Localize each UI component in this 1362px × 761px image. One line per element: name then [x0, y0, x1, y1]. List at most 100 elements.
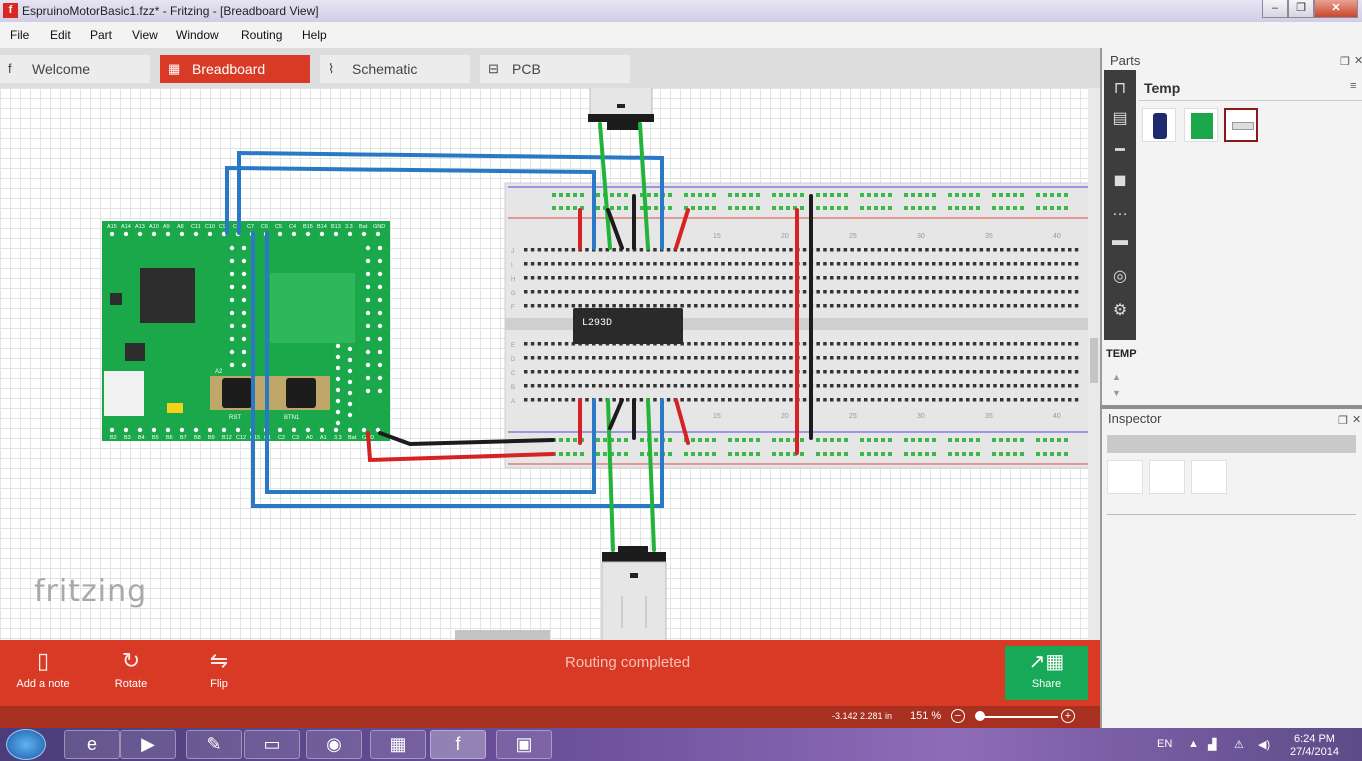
- parts-float-icon[interactable]: ❐: [1340, 56, 1350, 68]
- row-label-a: A: [511, 399, 515, 405]
- tab-breadboard-label: Breadboard: [192, 61, 266, 77]
- ic-icon[interactable]: ▬: [1112, 232, 1128, 249]
- app-window-icon[interactable]: ▣: [496, 730, 552, 759]
- part-capacitor[interactable]: [1142, 108, 1176, 142]
- bin-title: Temp: [1144, 80, 1181, 96]
- tab-pcb[interactable]: ⊟ PCB: [480, 55, 630, 83]
- menu-window[interactable]: Window: [176, 28, 219, 42]
- flip-icon: ⇋: [209, 648, 229, 673]
- menu-bar: File Edit Part View Window Routing Help: [0, 22, 1362, 48]
- more-icon[interactable]: …: [1112, 202, 1128, 219]
- antenna-icon[interactable]: ◎: [1113, 268, 1127, 285]
- part-espruino[interactable]: [1184, 108, 1218, 142]
- rotate-label: Rotate: [114, 678, 148, 690]
- menu-routing[interactable]: Routing: [241, 28, 283, 42]
- l293d-chip[interactable]: L293D: [573, 308, 683, 344]
- tab-pcb-label: PCB: [512, 61, 541, 77]
- inspector-close-icon[interactable]: ✕: [1352, 414, 1362, 426]
- button-icon[interactable]: ◼: [1113, 172, 1127, 189]
- row-label-j: J: [511, 249, 514, 255]
- wires[interactable]: [225, 122, 813, 552]
- row-label-e: E: [511, 343, 515, 349]
- zoom-slider-handle[interactable]: [975, 711, 985, 721]
- apps-icon[interactable]: ▦: [370, 730, 426, 759]
- flip-button[interactable]: ⇋ Flip: [200, 648, 238, 690]
- explorer-icon[interactable]: ▭: [244, 730, 300, 759]
- share-button[interactable]: ↗▦ Share: [1005, 646, 1088, 700]
- fritzing-taskbar-icon[interactable]: f: [430, 730, 486, 759]
- tab-welcome-label: Welcome: [32, 61, 91, 77]
- chrome-icon[interactable]: ◉: [306, 730, 362, 759]
- connector-icon[interactable]: ⊓: [1113, 80, 1127, 97]
- column-label-15: 15: [713, 233, 721, 240]
- network-icon[interactable]: ▟: [1208, 739, 1217, 751]
- maximize-button[interactable]: ❐: [1288, 0, 1314, 18]
- inspector-title-bar: [1107, 435, 1356, 453]
- menu-help[interactable]: Help: [302, 28, 327, 42]
- row-label-g: G: [511, 291, 516, 297]
- clock-time: 6:24 PM: [1293, 733, 1335, 745]
- tray-app-icon[interactable]: ⚠: [1234, 739, 1244, 751]
- media-player-icon[interactable]: ▶: [120, 730, 176, 759]
- menu-file[interactable]: File: [10, 28, 30, 42]
- tab-welcome[interactable]: f Welcome: [0, 55, 150, 83]
- menu-part[interactable]: Part: [90, 28, 113, 42]
- menu-edit[interactable]: Edit: [50, 28, 71, 42]
- breadboard-canvas[interactable]: 15 20 25 30 35 40 15 20 25 30 35 40 J I …: [0, 88, 1088, 640]
- schematic-icon: ⌇: [328, 61, 335, 76]
- column-label-35: 35: [985, 233, 993, 240]
- resistor-icon[interactable]: ━: [1115, 142, 1125, 159]
- clock-date: 27/4/2014: [1290, 746, 1339, 758]
- clock[interactable]: 6:24 PM 27/4/2014: [1290, 733, 1339, 759]
- motor-top[interactable]: [588, 88, 654, 130]
- fritzing-f-icon: f: [8, 61, 12, 76]
- part-dc-motor[interactable]: [1224, 108, 1258, 142]
- inspector-pcb-view: [1191, 460, 1227, 494]
- temp-bin-tab[interactable]: TEMP: [1106, 348, 1137, 360]
- zoom-bar: -3.142 2.281 in 151 % − +: [0, 706, 1100, 728]
- rotate-button[interactable]: ↻ Rotate: [108, 648, 154, 690]
- zoom-slider[interactable]: [978, 716, 1058, 718]
- start-button[interactable]: [6, 729, 46, 760]
- inspector-title: Inspector: [1108, 411, 1162, 426]
- parts-close-icon[interactable]: ✕: [1354, 55, 1362, 67]
- inspector-divider: [1107, 514, 1356, 515]
- vertical-scroll-thumb[interactable]: [1090, 338, 1098, 383]
- zoom-in-button[interactable]: +: [1061, 709, 1075, 723]
- bin-scroll-down-icon[interactable]: ▼: [1112, 388, 1121, 398]
- window-title: EspruinoMotorBasic1.fzz* - Fritzing - [B…: [22, 4, 319, 18]
- inspector-float-icon[interactable]: ❐: [1338, 415, 1348, 427]
- add-note-button[interactable]: ▯ Add a note: [14, 648, 72, 690]
- zoom-out-button[interactable]: −: [951, 709, 965, 723]
- volume-icon[interactable]: ◀): [1258, 739, 1271, 751]
- tab-breadboard[interactable]: ▦ Breadboard: [160, 55, 310, 83]
- internet-explorer-icon[interactable]: e: [64, 730, 120, 759]
- close-button[interactable]: ✕: [1314, 0, 1358, 18]
- horizontal-scroll-thumb[interactable]: [455, 630, 550, 640]
- title-bar: f EspruinoMotorBasic1.fzz* - Fritzing - …: [0, 0, 1362, 22]
- panel-divider[interactable]: [1100, 405, 1362, 409]
- motor-bottom[interactable]: [601, 546, 667, 640]
- column-label-40: 40: [1053, 233, 1061, 240]
- tab-schematic[interactable]: ⌇ Schematic: [320, 55, 470, 83]
- bin-scroll-up-icon[interactable]: ▲: [1112, 372, 1121, 382]
- column-label-30: 30: [917, 233, 925, 240]
- column-label-35-bottom: 35: [985, 413, 993, 420]
- note-icon: ▯: [36, 648, 50, 673]
- chip-icon[interactable]: ▤: [1112, 110, 1128, 127]
- minimize-button[interactable]: ‒: [1262, 0, 1288, 18]
- column-label-30-bottom: 30: [917, 413, 925, 420]
- parts-bin-list: ⊓ ▤ ━ ◼ … ▬ ◎ ⚙: [1104, 70, 1136, 340]
- tray-expand-icon[interactable]: ▲: [1188, 738, 1199, 750]
- rst-label: RST: [229, 415, 241, 421]
- menu-view[interactable]: View: [132, 28, 158, 42]
- bin-menu-icon[interactable]: ≡: [1350, 80, 1357, 92]
- column-label-25-bottom: 25: [849, 413, 857, 420]
- paint-icon[interactable]: ✎: [186, 730, 242, 759]
- row-label-h: H: [511, 277, 515, 283]
- vertical-scrollbar[interactable]: [1088, 88, 1100, 640]
- language-indicator[interactable]: EN: [1157, 738, 1173, 750]
- motor-icon[interactable]: ⚙: [1112, 302, 1128, 319]
